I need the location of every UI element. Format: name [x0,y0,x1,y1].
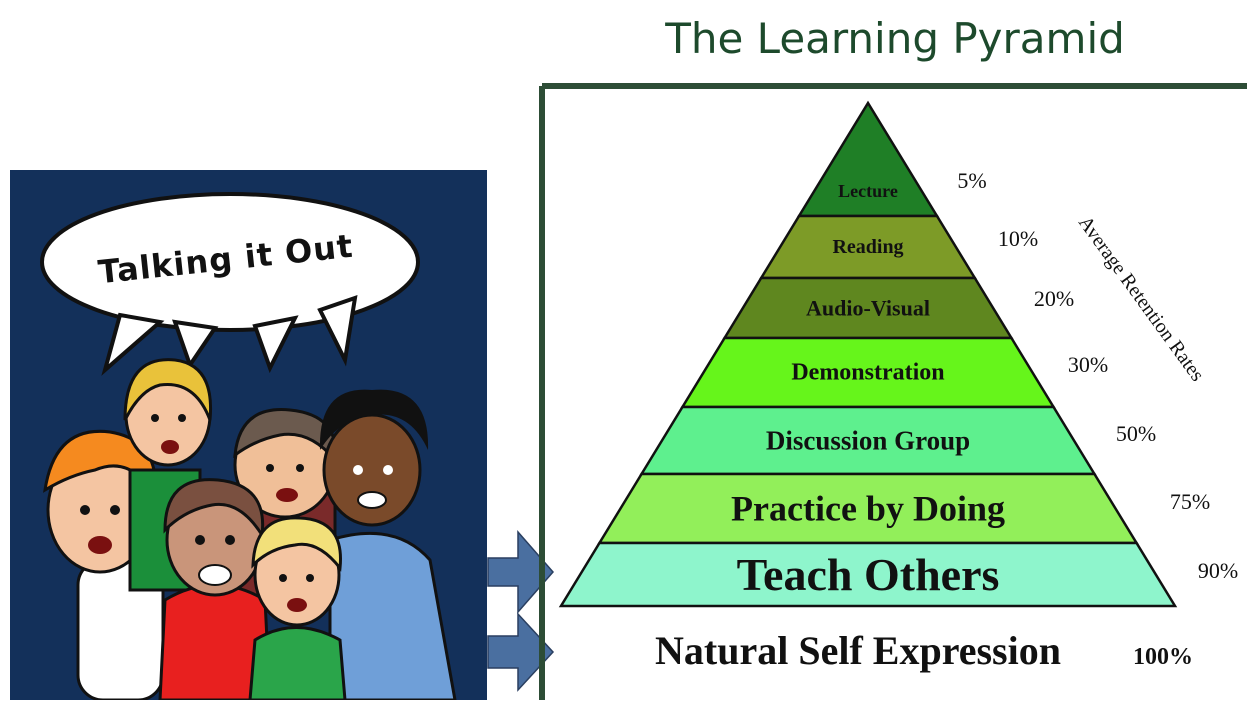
retention-percentages: 5% 10% 20% 30% 50% 75% 90% [957,168,1238,583]
retention-percent: 20% [1034,286,1074,311]
kid-curly-hair [319,389,457,702]
kid-red-shirt [158,478,272,702]
learning-pyramid: LectureReadingAudio-VisualDemonstrationD… [558,100,1178,608]
base-percent: 100% [1133,644,1193,670]
retention-percent: 5% [957,168,986,193]
pyramid-layer-label: Demonstration [791,360,944,386]
arrow-to-teach-others-icon [487,530,554,614]
pyramid-layer-label: Teach Others [737,549,1000,600]
retention-percent: 30% [1068,352,1108,377]
retention-percent: 75% [1170,489,1210,514]
kid-green-shirt [248,516,347,702]
pyramid-layer-teach-others [558,541,1178,608]
speech-bubble: Talking it Out [40,192,420,376]
retention-percent: 50% [1116,421,1156,446]
pyramid-frame [539,83,1247,700]
pyramid-layer-label: Lecture [838,181,898,201]
pyramid-layer-label: Practice by Doing [731,489,1005,529]
pyramid-layer-label: Discussion Group [766,426,970,456]
pyramid-layer-label: Audio-Visual [806,296,930,321]
arrow-to-self-expression-icon [487,612,555,692]
pyramid-layer-label: Reading [832,236,903,258]
retention-percent: 10% [998,226,1038,251]
talking-kids-illustration: Talking it Out [10,170,487,702]
retention-percent: 90% [1198,558,1238,583]
page-title: The Learning Pyramid [665,14,1125,63]
base-label: Natural Self Expression [655,628,1061,673]
